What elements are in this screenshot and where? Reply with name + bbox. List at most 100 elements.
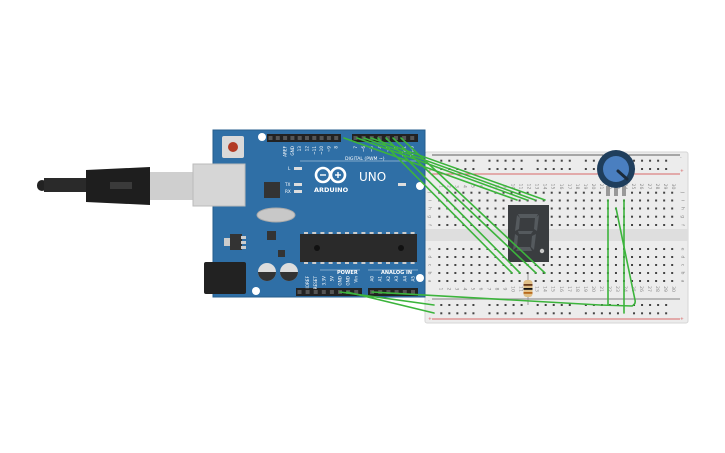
breadboard-hole[interactable]	[590, 248, 593, 250]
rail-hole[interactable]	[544, 159, 547, 162]
breadboard-hole[interactable]	[438, 215, 441, 218]
header-pin[interactable]	[319, 136, 324, 140]
breadboard-hole[interactable]	[582, 256, 585, 258]
breadboard-hole[interactable]	[526, 199, 529, 202]
breadboard-hole[interactable]	[671, 224, 674, 226]
breadboard-hole[interactable]	[590, 280, 593, 282]
breadboard-hole[interactable]	[470, 207, 473, 210]
breadboard-hole[interactable]	[631, 199, 634, 202]
rail-hole[interactable]	[568, 159, 571, 162]
breadboard-hole[interactable]	[550, 256, 553, 258]
resistor[interactable]	[523, 274, 533, 305]
header-pin[interactable]	[305, 136, 309, 140]
breadboard-hole[interactable]	[478, 191, 481, 194]
breadboard-hole[interactable]	[478, 248, 481, 250]
breadboard-hole[interactable]	[647, 191, 650, 194]
breadboard-hole[interactable]	[558, 191, 561, 194]
header-pin[interactable]	[329, 290, 334, 294]
breadboard-hole[interactable]	[655, 191, 658, 194]
breadboard-hole[interactable]	[470, 191, 473, 194]
breadboard-hole[interactable]	[478, 199, 481, 202]
breadboard-hole[interactable]	[647, 280, 650, 282]
rail-hole[interactable]	[552, 159, 555, 162]
header-pin[interactable]	[402, 136, 407, 140]
rail-hole[interactable]	[641, 304, 644, 306]
breadboard-hole[interactable]	[647, 256, 650, 258]
breadboard-hole[interactable]	[639, 248, 642, 250]
rail-hole[interactable]	[520, 159, 523, 162]
header-pin[interactable]	[321, 290, 326, 294]
usb-cable[interactable]	[37, 167, 194, 205]
breadboard-hole[interactable]	[550, 215, 553, 218]
rail-hole[interactable]	[657, 159, 660, 162]
rail-hole[interactable]	[504, 159, 507, 162]
rail-hole[interactable]	[552, 168, 555, 170]
rail-hole[interactable]	[641, 159, 644, 162]
breadboard-hole[interactable]	[462, 264, 465, 266]
rail-hole[interactable]	[520, 312, 523, 315]
breadboard-hole[interactable]	[542, 272, 545, 274]
rail-hole[interactable]	[448, 159, 451, 162]
rail-hole[interactable]	[504, 304, 507, 306]
breadboard-hole[interactable]	[614, 256, 617, 258]
breadboard-hole[interactable]	[478, 224, 481, 226]
breadboard-hole[interactable]	[438, 280, 441, 282]
breadboard-hole[interactable]	[502, 215, 505, 218]
breadboard-hole[interactable]	[631, 248, 634, 250]
breadboard-hole[interactable]	[598, 264, 601, 266]
breadboard-hole[interactable]	[663, 199, 666, 202]
breadboard-hole[interactable]	[462, 207, 465, 210]
breadboard-hole[interactable]	[486, 207, 489, 210]
breadboard-hole[interactable]	[631, 264, 634, 266]
breadboard-hole[interactable]	[558, 272, 561, 274]
rail-hole[interactable]	[560, 312, 563, 315]
breadboard-hole[interactable]	[454, 199, 457, 202]
breadboard-hole[interactable]	[566, 224, 569, 226]
breadboard-hole[interactable]	[614, 280, 617, 282]
rail-hole[interactable]	[488, 304, 491, 306]
header-pin[interactable]	[313, 290, 318, 294]
rail-hole[interactable]	[568, 304, 571, 306]
breadboard-hole[interactable]	[647, 264, 650, 266]
breadboard-hole[interactable]	[462, 199, 465, 202]
breadboard-hole[interactable]	[590, 191, 593, 194]
breadboard-hole[interactable]	[655, 256, 658, 258]
rail-hole[interactable]	[448, 304, 451, 306]
breadboard-hole[interactable]	[614, 199, 617, 202]
breadboard-hole[interactable]	[671, 280, 674, 282]
breadboard-hole[interactable]	[550, 272, 553, 274]
breadboard-hole[interactable]	[462, 256, 465, 258]
rail-hole[interactable]	[608, 312, 611, 315]
breadboard-hole[interactable]	[494, 280, 497, 282]
breadboard-hole[interactable]	[502, 272, 505, 274]
rail-hole[interactable]	[641, 168, 644, 170]
rail-hole[interactable]	[512, 159, 515, 162]
breadboard-hole[interactable]	[655, 272, 658, 274]
breadboard-hole[interactable]	[494, 272, 497, 274]
rail-hole[interactable]	[592, 159, 595, 162]
breadboard-hole[interactable]	[542, 199, 545, 202]
breadboard-hole[interactable]	[671, 207, 674, 210]
rail-hole[interactable]	[616, 312, 619, 315]
breadboard-hole[interactable]	[655, 264, 658, 266]
breadboard-hole[interactable]	[598, 224, 601, 226]
breadboard-hole[interactable]	[671, 215, 674, 218]
breadboard-hole[interactable]	[510, 191, 513, 194]
rail-hole[interactable]	[665, 159, 668, 162]
breadboard-hole[interactable]	[647, 272, 650, 274]
breadboard-hole[interactable]	[534, 191, 537, 194]
breadboard-hole[interactable]	[590, 264, 593, 266]
rail-hole[interactable]	[464, 168, 467, 170]
breadboard-hole[interactable]	[542, 191, 545, 194]
rail-hole[interactable]	[649, 312, 652, 315]
breadboard-hole[interactable]	[639, 264, 642, 266]
rail-hole[interactable]	[512, 312, 515, 315]
breadboard-hole[interactable]	[655, 215, 658, 218]
rail-hole[interactable]	[544, 312, 547, 315]
breadboard-hole[interactable]	[438, 248, 441, 250]
breadboard-hole[interactable]	[454, 256, 457, 258]
rail-hole[interactable]	[560, 168, 563, 170]
breadboard-hole[interactable]	[647, 248, 650, 250]
header-pin[interactable]	[385, 136, 390, 140]
breadboard-hole[interactable]	[614, 264, 617, 266]
